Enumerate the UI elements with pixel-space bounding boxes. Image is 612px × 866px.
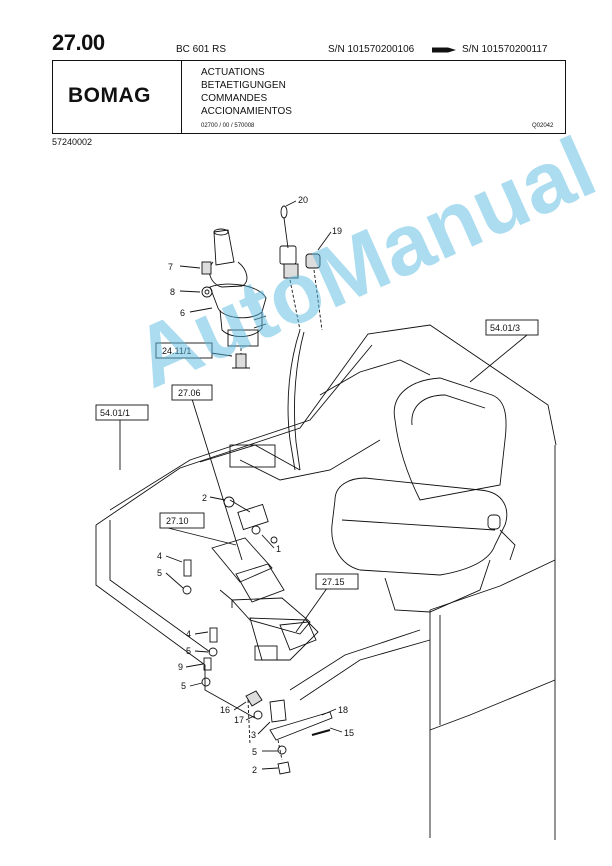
callout-5d: 5 [252,747,257,757]
operator-seat [331,377,516,613]
ref-label-27-10: 27.10 [166,516,189,526]
callout-8: 8 [170,287,175,297]
ref-label-54-01-3: 54.01/3 [490,323,520,333]
callout-19: 19 [332,226,342,236]
ref-label-27-15: 27.15 [322,577,345,587]
part-callouts: 20 19 7 8 6 2 1 4 5 4 5 9 5 16 17 3 18 1… [157,195,354,775]
callout-7: 7 [168,262,173,272]
title-en: ACTUATIONS [201,67,265,78]
callout-17: 17 [234,715,244,725]
callout-3: 3 [251,730,256,740]
callout-2b: 2 [252,765,257,775]
ref-box-27-15 [315,573,359,590]
pedal-assemblies [211,499,319,661]
ref-box-27-06 [171,384,213,401]
callout-2: 2 [202,493,207,503]
leader-lines [119,200,528,770]
callout-15: 15 [344,728,354,738]
reference-boxes: 54.01/3 24.11/1 27.06 54.01/1 27.10 27.1… [95,319,539,590]
joystick-assembly [201,228,267,369]
callout-9: 9 [178,662,183,672]
ref-label-24-11-1: 24.11/1 [162,346,191,356]
callout-16: 16 [220,705,230,715]
title-fr: COMMANDES [201,93,268,104]
switch-and-cable [279,205,323,471]
arrow-right-icon [432,47,456,53]
header-divider [181,60,183,134]
serial-from: S/N 101570200106 [328,44,415,55]
page-number: 27.00 [52,30,105,55]
callout-4b: 4 [186,629,191,639]
ref-box-54-01-1 [95,404,149,421]
ref-box-24-11-1 [155,342,213,359]
model-label: BC 601 RS [176,44,227,55]
ref-label-27-06: 27.06 [178,388,201,398]
reference-code: 02700 / 00 / 570008 [201,123,255,129]
serial-to: S/N 101570200117 [462,44,548,55]
document-code: 57240002 [52,137,93,147]
ref-box-54-01-3 [485,319,539,336]
callout-5c: 5 [181,681,186,691]
ref-label-54-01-1: 54.01/1 [100,408,130,418]
callout-4: 4 [157,551,162,561]
callout-6: 6 [180,308,185,318]
drawing-code: Q02042 [532,123,554,129]
title-es: ACCIONAMIENTOS [201,106,292,117]
callout-5b: 5 [186,646,191,656]
callout-5: 5 [157,568,162,578]
brand-logo: BOMAG [68,84,151,107]
title-de: BETAETIGUNGEN [201,80,286,91]
header-box [52,60,566,134]
callout-18: 18 [338,705,348,715]
callout-1: 1 [276,544,281,554]
callout-20: 20 [298,195,308,205]
section-titles: ACTUATIONS BETAETIGUNGEN COMMANDES ACCIO… [201,66,292,118]
ref-box-27-10 [159,512,205,529]
fasteners [182,496,333,775]
